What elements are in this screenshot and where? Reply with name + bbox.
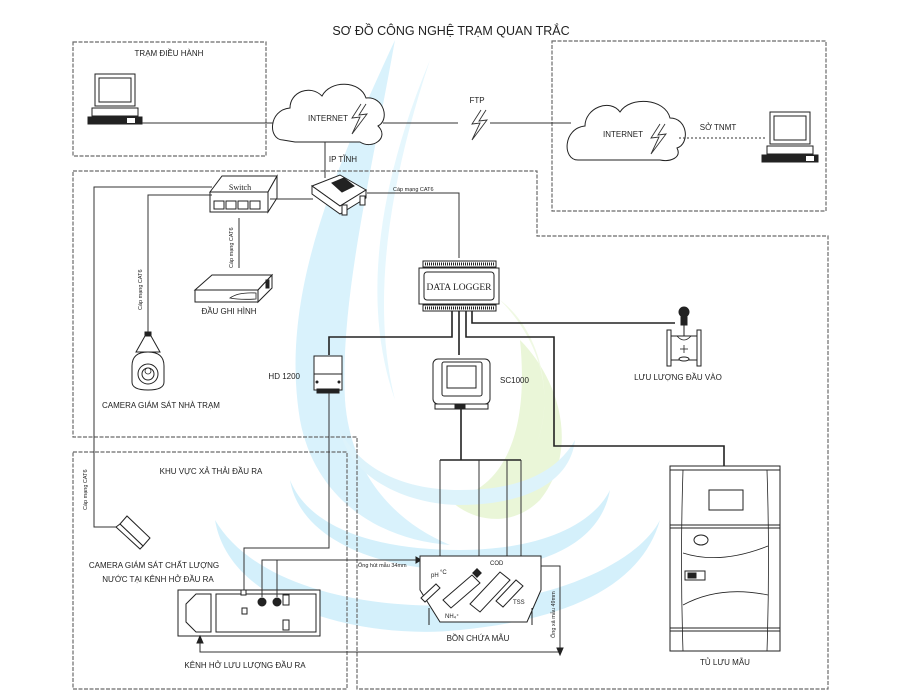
cable-cat6-outlet-label: Cáp mạng CAT6: [83, 469, 89, 510]
link-hd1200-channel: [243, 393, 330, 592]
cable-cat6-label: Cáp mạng CAT6: [393, 187, 434, 193]
sensor-temp-label: °C: [440, 570, 447, 576]
ftp-lightning-icon: [471, 109, 488, 141]
hd1200-label: HD 1200: [268, 372, 300, 381]
outlet-camera-icon: [115, 515, 151, 550]
flow-in-label: LƯU LƯỢNG ĐẦU VÀO: [634, 372, 722, 382]
cable-cat6-camera-label: Cáp mạng CAT6: [138, 269, 144, 310]
computer-icon: [87, 73, 143, 125]
sensor-nh4-icon: [442, 568, 482, 609]
sensor-tss-label: TSS: [513, 600, 525, 606]
flow-meter-icon: [666, 306, 702, 367]
sample-tank-icon: [419, 555, 542, 625]
sensor-ph-label: pH: [431, 573, 439, 579]
zone-control-station: [72, 41, 267, 157]
internet-cloud-left: [272, 83, 385, 146]
zone-discharge-area: [72, 451, 348, 690]
dvr-icon: [193, 273, 274, 304]
link-modem-datalogger: [367, 192, 460, 258]
link-switch-camera: [147, 194, 212, 332]
open-channel-label: KÊNH HỞ LƯU LƯỢNG ĐẦU RA: [184, 660, 306, 670]
link-datalogger-hd1200: [328, 311, 453, 355]
drain-arrow-icon: [556, 647, 564, 657]
intake-pipe: [261, 559, 416, 597]
zone-station-house: [72, 170, 829, 690]
ftp-label: FTP: [469, 96, 484, 105]
internet-cloud-right: [566, 100, 686, 161]
hd1200-controller-icon: [313, 355, 343, 394]
sensor-ph-icon: [420, 583, 441, 603]
department-computer-icon: [761, 111, 819, 163]
department-label: SỞ TNMT: [700, 123, 737, 132]
intake-arrow-icon: [415, 556, 422, 564]
zone-department: [551, 40, 827, 212]
sensor-nh4-label: NH₄⁺: [445, 613, 459, 620]
sampler-cabinet-label: TỦ LƯU MẪU: [700, 658, 750, 667]
sampler-cabinet-icon: [669, 465, 781, 652]
modem-icon: [310, 174, 367, 216]
lightning-icon-right: [650, 123, 667, 155]
cable-cat6-switch-label: Cáp mạng CAT6: [229, 227, 235, 268]
zone-discharge-area-label: KHU VỰC XẢ THẢI ĐẦU RA: [160, 466, 263, 476]
watermark-logo: [215, 40, 660, 632]
camera-station-label: CAMERA GIÁM SÁT NHÀ TRẠM: [102, 401, 220, 410]
sc1000-controller-icon: [432, 358, 491, 410]
return-arrow-icon: [196, 634, 204, 644]
internet-label-right: INTERNET: [603, 130, 643, 139]
ptz-camera-icon: [131, 331, 165, 391]
camera-outlet-label-1: CAMERA GIÁM SÁT CHẤT LƯỢNG: [89, 560, 219, 570]
sensor-tss-icon: [495, 579, 524, 608]
camera-outlet-label-2: NƯỚC TẠI KÊNH HỞ ĐẦU RA: [102, 574, 214, 584]
zone-control-station-label: TRẠM ĐIỀU HÀNH: [135, 48, 204, 58]
lightning-icon: [351, 103, 368, 135]
dvr-label: ĐẦU GHI HÌNH: [201, 306, 256, 316]
data-logger-label: DATA LOGGER: [427, 283, 493, 293]
internet-label-left: INTERNET: [308, 114, 348, 123]
diagram-title: SƠ ĐỒ CÔNG NGHỆ TRẠM QUAN TRẮC: [332, 23, 569, 38]
sensor-cod-icon: [469, 571, 511, 613]
link-switch-outlet-camera: [93, 186, 212, 528]
network-switch-icon: [209, 174, 278, 214]
drain-pipe-label: Ống xả mẫu 49mm: [550, 591, 557, 638]
sensor-cod-label: COD: [490, 561, 504, 567]
link-datalogger-sampler: [465, 311, 725, 466]
link-datalogger-flow-in: [471, 311, 675, 324]
intake-pipe-label: Ống hút mẫu 34mm: [358, 562, 407, 569]
data-logger-icon: [418, 260, 500, 312]
switch-label: Switch: [229, 183, 251, 192]
open-channel-icon: [177, 589, 321, 637]
ip-label: IP TĨNH: [329, 155, 357, 164]
sample-tank-label: BỒN CHỨA MẪU: [447, 633, 510, 643]
sc1000-label: SC1000: [500, 376, 529, 385]
